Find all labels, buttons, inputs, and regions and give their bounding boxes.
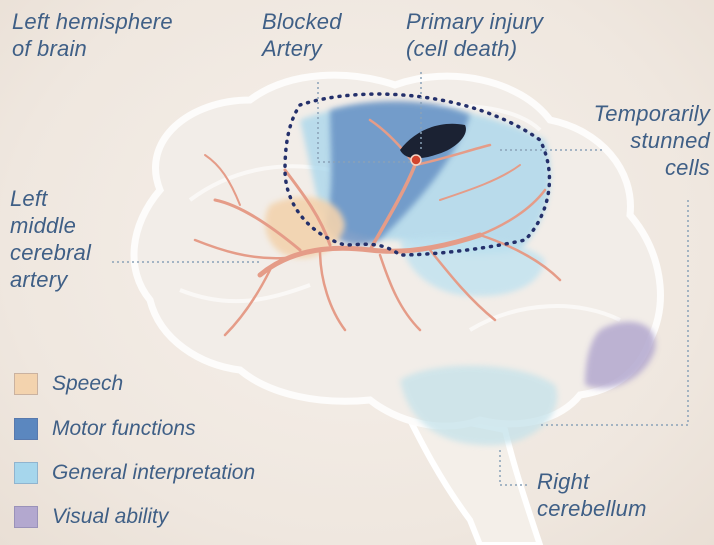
legend-swatch-general [14, 462, 38, 484]
legend-item-speech: Speech [14, 370, 123, 398]
label-middle-cerebral-artery: Left middle cerebral artery [10, 185, 91, 293]
legend-swatch-speech [14, 373, 38, 395]
legend-item-motor: Motor functions [14, 415, 196, 443]
blocked-artery-dot [411, 155, 421, 165]
label-blocked-artery: Blocked Artery [262, 8, 342, 62]
legend-swatch-motor [14, 418, 38, 440]
label-right-cerebellum: Right cerebellum [537, 468, 647, 522]
label-stunned-cells: Temporarily stunned cells [565, 100, 710, 181]
legend-label-motor: Motor functions [52, 417, 196, 441]
legend-label-speech: Speech [52, 372, 123, 396]
legend-label-visual: Visual ability [52, 505, 168, 529]
legend-swatch-visual [14, 506, 38, 528]
legend-item-general: General interpretation [14, 459, 255, 487]
label-left-hemisphere: Left hemisphere of brain [12, 8, 173, 62]
legend-label-general: General interpretation [52, 461, 255, 485]
label-primary-injury: Primary injury (cell death) [406, 8, 543, 62]
legend-item-visual: Visual ability [14, 503, 168, 531]
